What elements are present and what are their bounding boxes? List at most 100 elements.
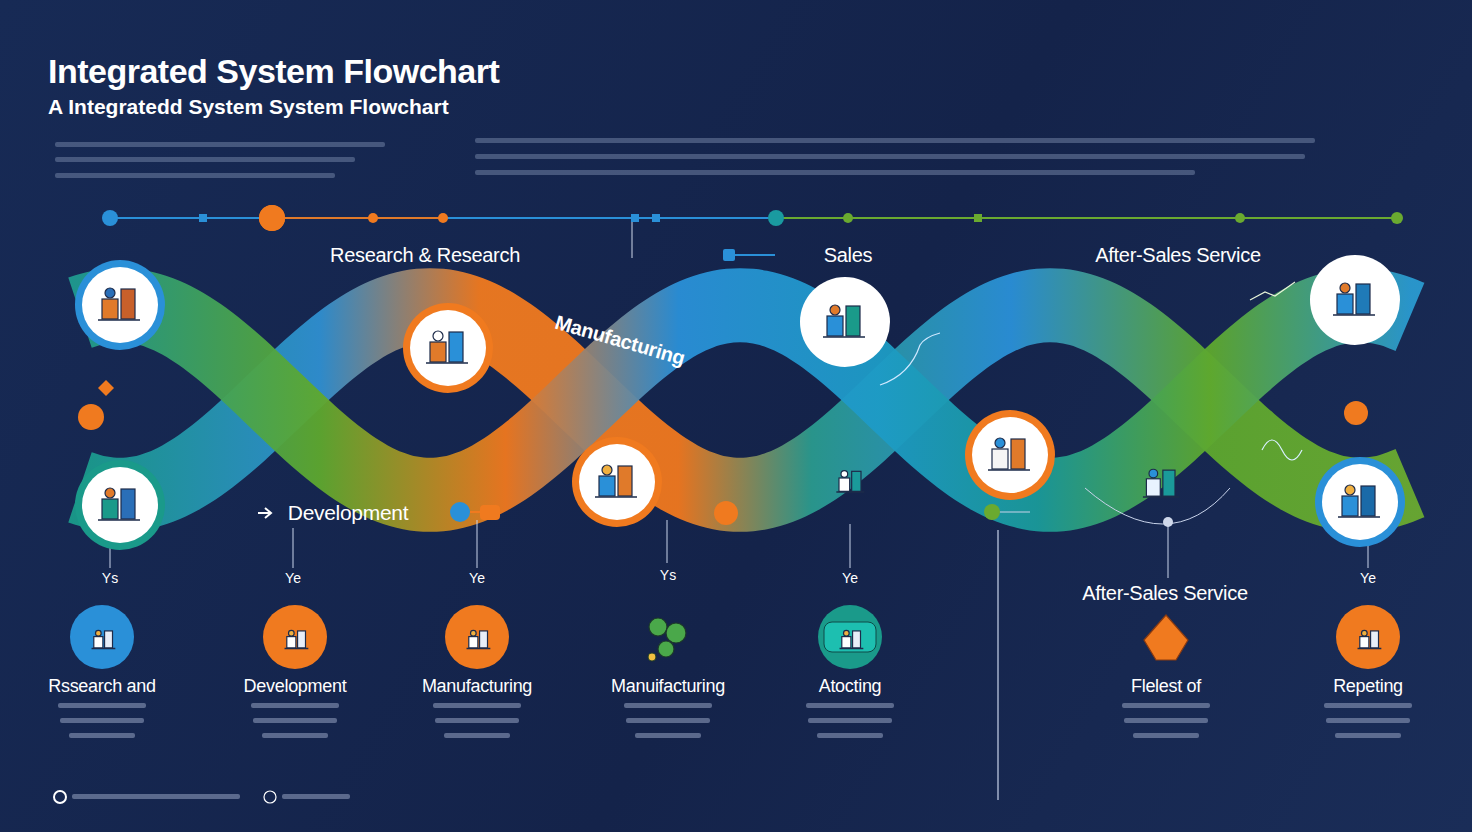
caption: A Integratedd System System Flowchart	[48, 95, 449, 119]
item-icon	[1122, 615, 1210, 738]
icon-part	[830, 305, 840, 315]
icon-part	[298, 631, 306, 648]
illegible-text	[60, 718, 144, 723]
icon-part	[98, 319, 140, 321]
item-heading: Atocting	[819, 676, 882, 697]
icon-part	[403, 303, 493, 393]
illegible-text	[624, 703, 712, 708]
stage-icon	[1310, 255, 1400, 345]
illegible-text	[1133, 733, 1199, 738]
icon-part	[75, 260, 165, 350]
node-text: Development	[288, 501, 408, 525]
item-icon	[806, 605, 894, 738]
item-icon	[251, 605, 339, 738]
illegible-text	[475, 170, 1195, 175]
badge	[98, 380, 114, 396]
icon-part	[846, 306, 860, 336]
icon-part	[445, 605, 509, 669]
item-heading: Rssearch and	[48, 676, 155, 697]
icon-part	[1146, 479, 1160, 496]
stage-label: Research & Research	[330, 244, 520, 267]
icon-part	[842, 637, 851, 648]
icon-part	[426, 362, 468, 364]
illegible-text	[475, 138, 1315, 143]
icon-part	[1310, 255, 1400, 345]
illegible-text	[444, 733, 510, 738]
illegible-text	[433, 703, 521, 708]
badge	[714, 501, 738, 525]
footer-mark	[54, 791, 66, 803]
leader-line	[1368, 545, 1369, 568]
badge	[480, 505, 500, 520]
illegible-text	[253, 718, 337, 723]
stage-icon	[1143, 469, 1179, 497]
node-text: Rssearch and	[48, 676, 155, 697]
icon-part	[82, 467, 158, 543]
timeline-dot	[843, 213, 853, 223]
stage-icon	[965, 410, 1055, 500]
icon-part	[70, 605, 134, 669]
icon-part	[1362, 630, 1368, 636]
node-text: After-Sales Service	[1095, 244, 1260, 267]
node-text: Repeting	[1333, 676, 1403, 697]
icon-part	[618, 466, 632, 496]
timeline-marker	[974, 214, 982, 222]
illegible-text	[58, 703, 146, 708]
illegible-text	[251, 703, 339, 708]
icon-part	[852, 471, 861, 491]
timeline-dot	[102, 210, 118, 226]
item-icon	[1324, 605, 1412, 738]
stage-icon	[75, 260, 165, 350]
icon-part	[480, 631, 488, 648]
item-icon	[58, 605, 146, 738]
item-heading: Flelest of	[1131, 676, 1201, 697]
icon-part	[289, 630, 295, 636]
illegible-text	[1122, 703, 1210, 708]
illegible-text	[806, 703, 894, 708]
item-heading: Manuifacturing	[611, 676, 725, 697]
icon-part	[827, 316, 843, 336]
icon-part	[105, 631, 113, 648]
timeline	[440, 217, 776, 219]
timeline-marker	[199, 214, 207, 222]
small-label: Ye	[469, 570, 485, 586]
icon-part	[1317, 262, 1393, 338]
icon-part	[287, 637, 296, 648]
icon-part	[844, 630, 850, 636]
icon-part	[467, 648, 491, 650]
footer-mark	[264, 791, 276, 803]
icon-part	[102, 299, 118, 319]
leader-line	[667, 520, 668, 563]
item-heading: Development	[244, 676, 347, 697]
illegible-text	[55, 142, 385, 147]
connector-dot	[984, 504, 1000, 520]
timeline-dot	[259, 205, 285, 231]
badge	[470, 511, 482, 513]
small-label: Ys	[102, 570, 118, 586]
illegible-text	[55, 173, 335, 178]
icon-part	[965, 410, 1055, 500]
item-heading: Manufacturing	[422, 676, 532, 697]
timeline-marker	[631, 214, 639, 222]
title: Integrated System Flowchart	[48, 52, 499, 91]
node-text: Research & Research	[330, 244, 520, 267]
illegible-text	[435, 718, 519, 723]
ribbon	[80, 305, 1410, 495]
arrow-symbol	[258, 508, 271, 518]
stage-label: Development	[288, 501, 408, 525]
icon-part	[263, 605, 327, 669]
illegible-text	[817, 733, 883, 738]
illegible-text	[72, 794, 240, 799]
icon-part	[285, 648, 309, 650]
illegible-text	[475, 154, 1305, 159]
icon-part	[807, 284, 883, 360]
ribbon	[80, 305, 1410, 495]
node-text: Atocting	[819, 676, 882, 697]
icon-part	[1011, 439, 1025, 469]
illegible-text	[55, 157, 355, 162]
illegible-text	[1335, 733, 1401, 738]
icon-part	[1356, 284, 1370, 314]
timeline-dot	[1391, 212, 1403, 224]
leader-line	[632, 218, 633, 258]
